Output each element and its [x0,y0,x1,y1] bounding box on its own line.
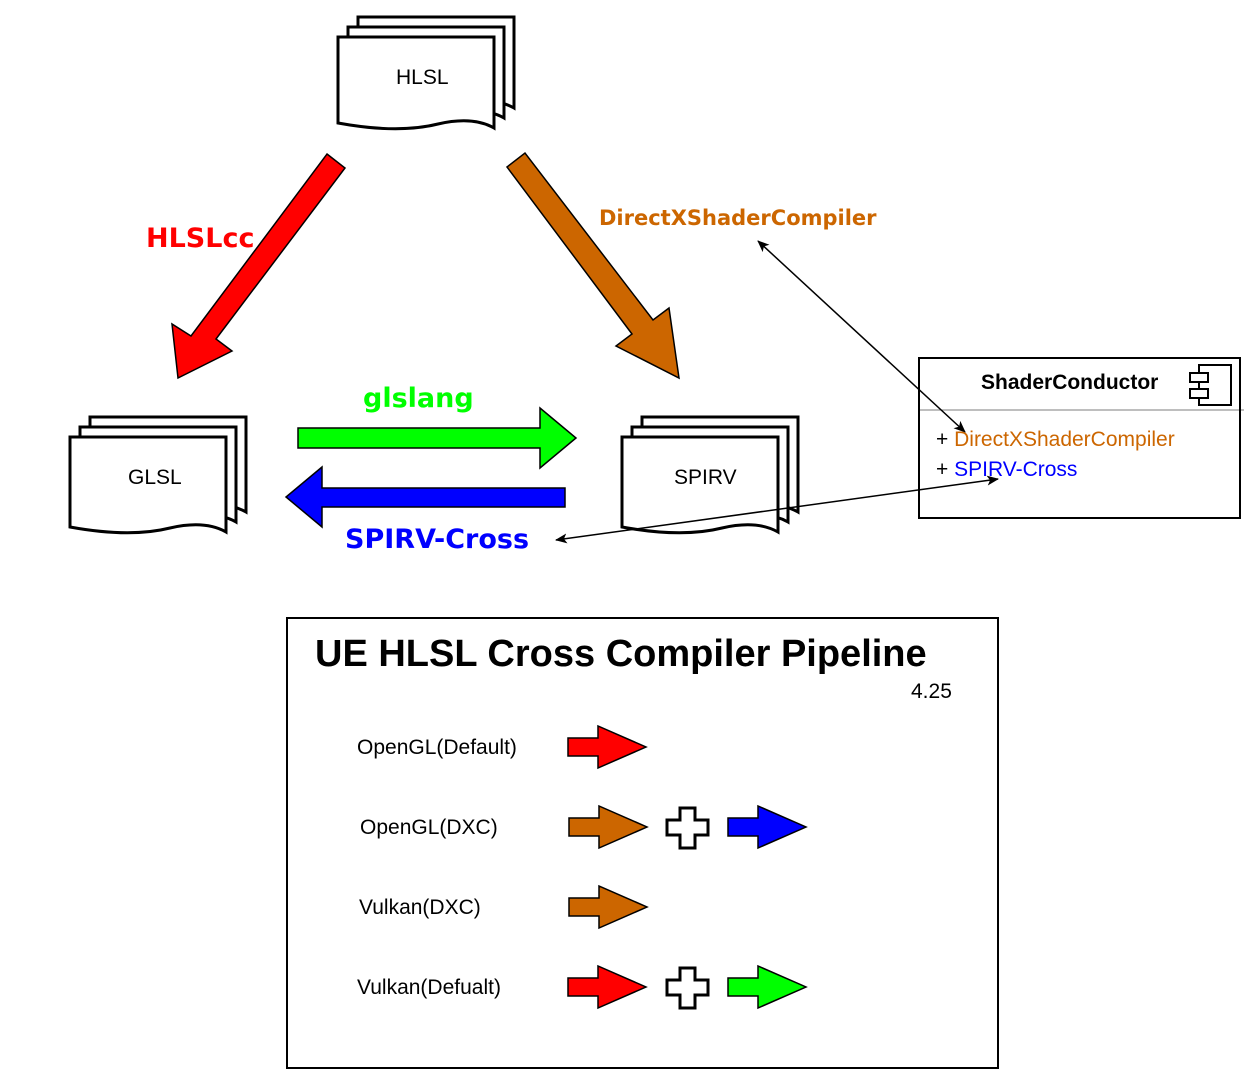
component-item-label: SPIRV-Cross [954,458,1078,481]
legend-version: 4.25 [911,680,952,703]
spirv-cross-connector [555,475,999,544]
legend-row-label: Vulkan(DXC) [359,896,481,919]
legend-row-label: Vulkan(Defualt) [357,976,501,999]
dxc-label: DirectXShaderCompiler [599,206,877,230]
glslang-label: glslang [363,383,474,414]
hlslcc-label: HLSLcc [146,223,255,254]
spirv-label: SPIRV [674,466,737,489]
legend-row-2-arrow-1 [568,804,649,850]
glslang-arrow [297,406,578,470]
glsl-label: GLSL [128,466,182,489]
component-item-prefix: + [936,458,955,481]
component-item-prefix: + [936,428,955,451]
legend-frame [286,617,999,1069]
legend-row-label: OpenGL(DXC) [360,816,498,839]
component-item-spirv-cross: + SPIRV-Cross [936,458,1077,482]
component-title: ShaderConductor [981,371,1159,394]
legend-row-3-arrow-1 [568,884,649,930]
legend-row-2-arrow-3 [727,804,808,850]
spirv-cross-arrow [284,465,566,529]
hlsl-label: HLSL [396,66,449,89]
legend-row-4-arrow-1 [567,964,648,1010]
spirv-cross-label: SPIRV-Cross [345,524,530,555]
glsl-document-stack [68,415,248,535]
hlsl-document-stack [336,15,516,131]
legend-row-2-plus-icon [665,806,710,850]
legend-row-1-arrow-1 [567,724,648,770]
dxc-arrow [505,151,680,380]
legend-row-4-plus-icon [665,966,710,1010]
component-item-dxc: + DirectXShaderCompiler [936,428,1175,452]
legend-title: UE HLSL Cross Compiler Pipeline [315,633,927,675]
legend-row-4-arrow-3 [727,964,808,1010]
hlslcc-arrow [171,152,347,380]
component-item-label: DirectXShaderCompiler [954,428,1175,451]
dxc-connector [757,240,966,433]
component-icon [1189,364,1232,406]
legend-row-label: OpenGL(Default) [357,736,517,759]
